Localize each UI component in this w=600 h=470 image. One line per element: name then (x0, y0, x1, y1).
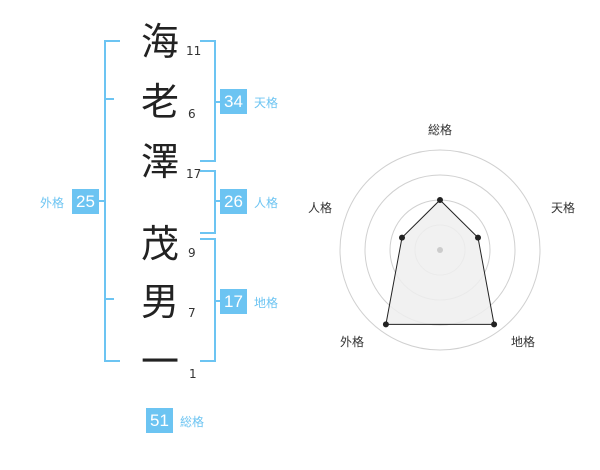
soukaku-value: 51 (146, 408, 173, 433)
radar-point-5 (399, 234, 405, 241)
radar-grid-ring (339, 149, 541, 351)
radar-axis-label-tenkaku: 天格 (551, 201, 576, 215)
name-char-3: 澤 (140, 140, 179, 184)
gaikaku-bracket (104, 40, 120, 362)
tenkaku-bracket-connector (216, 101, 222, 103)
stroke-count-1: 11 (186, 44, 202, 58)
radar-grid-ring (364, 174, 516, 326)
gaikaku-label: 外格 (40, 196, 65, 210)
chikaku-bracket-connector (216, 300, 222, 302)
soukaku-label: 総格 (180, 415, 205, 429)
gaikaku-value: 25 (72, 189, 99, 214)
radar-point-3 (491, 321, 498, 328)
stroke-count-4: 9 (188, 246, 196, 260)
name-char-4: 茂 (140, 222, 179, 266)
tenkaku-label: 天格 (254, 96, 279, 110)
stroke-count-5: 7 (188, 306, 196, 320)
chikaku-bracket (200, 238, 216, 362)
stroke-count-2: 6 (188, 107, 196, 121)
radar-series-area (385, 199, 495, 325)
stroke-count-6: 1 (189, 367, 197, 381)
radar-axis-label-soukaku: 総格 (428, 123, 453, 137)
name-char-1: 海 (140, 20, 179, 64)
jinkaku-value: 26 (220, 189, 247, 214)
gaikaku-bracket-connector (99, 200, 105, 202)
tenkaku-bracket (200, 40, 216, 162)
gaikaku-bracket-tick (104, 98, 114, 100)
stroke-count-3: 17 (186, 167, 202, 181)
gaikaku-bracket-tick (104, 298, 114, 300)
jinkaku-bracket-connector (216, 200, 222, 202)
jinkaku-bracket (200, 170, 216, 234)
name-char-2: 老 (140, 80, 179, 124)
chikaku-value: 17 (220, 289, 247, 314)
name-char-5: 男 (140, 280, 179, 324)
radar-point-1 (437, 197, 443, 203)
chikaku-label: 地格 (254, 296, 279, 310)
radar-axis-label-gaikaku: 外格 (340, 335, 365, 349)
tenkaku-value: 34 (220, 89, 247, 114)
radar-point-2 (475, 234, 481, 241)
radar-center (437, 247, 443, 253)
radar-axis-label-jinkaku: 人格 (308, 201, 333, 215)
fortune-radar-chart (339, 149, 541, 351)
radar-point-4 (382, 321, 389, 328)
name-char-6: 一 (140, 340, 179, 384)
jinkaku-label: 人格 (254, 196, 279, 210)
radar-axis-label-chikaku: 地格 (511, 335, 536, 349)
